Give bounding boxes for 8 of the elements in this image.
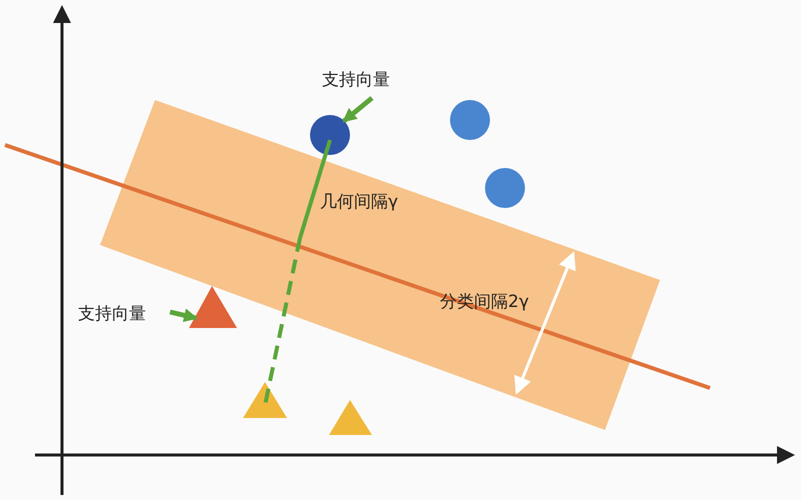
leader-line [169,308,198,322]
callout-text: 支持向量 [322,68,390,91]
dimension-label: 几何间隔γ [320,191,398,213]
leader-line [342,96,374,123]
data-point [310,115,350,155]
dimension-label: 分类间隔2γ [440,291,529,313]
data-point [189,286,237,328]
callout-text: 支持向量 [78,302,146,325]
